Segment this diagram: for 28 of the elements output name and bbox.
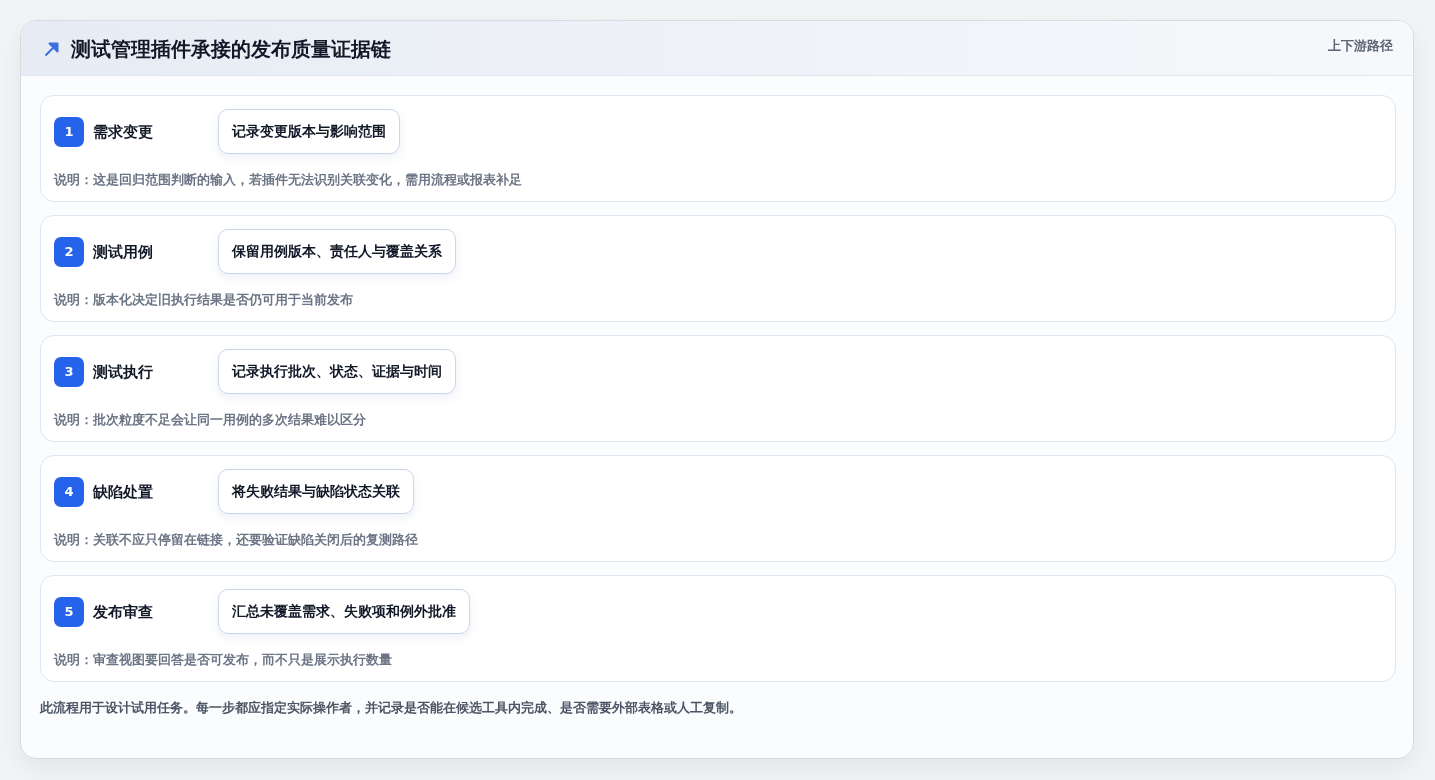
- title: 测试管理插件承接的发布质量证据链: [71, 37, 391, 61]
- step-note: 说明：版本化决定旧执行结果是否仍可用于当前发布: [54, 291, 353, 308]
- number-badge: 3: [54, 357, 84, 387]
- action-box: 保留用例版本、责任人与覆盖关系: [218, 229, 456, 274]
- step-card: [40, 215, 1396, 322]
- step-card: [40, 455, 1396, 562]
- step-title: 测试用例: [93, 242, 153, 262]
- action-box: 记录执行批次、状态、证据与时间: [218, 349, 456, 394]
- action-box: 汇总未覆盖需求、失败项和例外批准: [218, 589, 470, 634]
- step-note: 说明：这是回归范围判断的输入，若插件无法识别关联变化，需用流程或报表补足: [54, 171, 522, 188]
- action-box: 记录变更版本与影响范围: [218, 109, 400, 154]
- step-note: 说明：批次粒度不足会让同一用例的多次结果难以区分: [54, 411, 366, 428]
- footnote: 此流程用于设计试用任务。每一步都应指定实际操作者，并记录是否能在候选工具内完成、是否需要外部表格或人工复制。: [40, 699, 742, 716]
- number-badge: 1: [54, 117, 84, 147]
- step-title: 发布审查: [93, 602, 153, 622]
- step-note: 说明：关联不应只停留在链接，还要验证缺陷关闭后的复测路径: [54, 531, 418, 548]
- step-title: 测试执行: [93, 362, 153, 382]
- step-note: 说明：审查视图要回答是否可发布，而不只是展示执行数量: [54, 651, 392, 668]
- number-badge: 5: [54, 597, 84, 627]
- step-card: [40, 95, 1396, 202]
- number-badge: 4: [54, 477, 84, 507]
- step-title: 需求变更: [93, 122, 153, 142]
- header-label: 上下游路径: [1328, 37, 1393, 54]
- step-card: [40, 335, 1396, 442]
- step-card: [40, 575, 1396, 682]
- step-title: 缺陷处置: [93, 482, 153, 502]
- number-badge: 2: [54, 237, 84, 267]
- action-box: 将失败结果与缺陷状态关联: [218, 469, 414, 514]
